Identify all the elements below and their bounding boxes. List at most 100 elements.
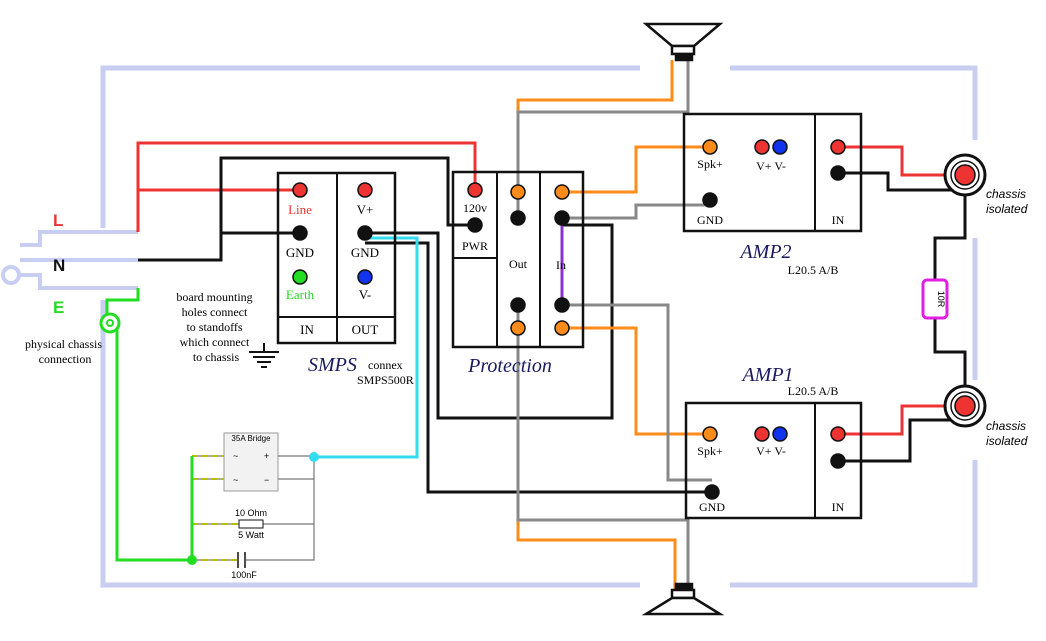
wire-input-black — [838, 171, 967, 463]
neutral-label: N — [53, 256, 65, 275]
chassis-earth-lug-icon — [99, 312, 121, 334]
amp1-in-label: IN — [832, 500, 845, 514]
smps-in-label: IN — [300, 322, 314, 337]
smps-block — [276, 171, 397, 345]
amp1-title: AMP1 — [740, 364, 793, 386]
smps-model: SMPS500R — [357, 373, 414, 387]
amp2-block — [682, 112, 863, 233]
wire-line — [136, 141, 477, 232]
rca-jack-top-icon — [943, 153, 987, 197]
resistor-10ohm-power: 5 Watt — [238, 530, 264, 540]
capacitor-icon — [237, 552, 246, 568]
ground-symbol-icon — [249, 343, 279, 368]
bridge-tilde-top: ~ — [233, 451, 238, 461]
smps-title: SMPS — [308, 354, 357, 376]
amp1-spk-terminal — [702, 426, 718, 442]
protection-out-bottom-black — [510, 297, 526, 313]
smps-vplus-terminal — [357, 182, 373, 198]
jack-bottom-label: chassis isolated — [986, 419, 1029, 448]
earth-junction — [187, 555, 197, 565]
amp2-vplus-terminal — [754, 139, 770, 155]
protection-out-top-orange — [510, 184, 526, 200]
bridge-plus: + — [264, 451, 269, 461]
earth-label: E — [53, 298, 64, 317]
amp1-in-black-terminal — [830, 453, 846, 469]
amp2-title: AMP2 — [738, 241, 791, 263]
cyan-junction — [309, 452, 319, 462]
bridge-minus: − — [264, 475, 269, 485]
smps-earth-terminal — [292, 269, 308, 285]
wire-speaker-gray — [516, 60, 712, 590]
smps-line-terminal — [292, 182, 308, 198]
protection-pwr-terminal — [467, 217, 483, 233]
smps-vminus-label: V- — [359, 287, 372, 302]
smps-out-label: OUT — [352, 322, 379, 337]
wire-input-red — [838, 145, 965, 436]
amp2-in-black-terminal — [830, 165, 846, 181]
bridge-tilde-bottom: ~ — [233, 475, 238, 485]
resistor-10ohm — [238, 519, 264, 529]
wire-earth — [105, 288, 192, 562]
amp2-in-label: IN — [832, 213, 845, 227]
amp2-gnd-terminal — [702, 192, 718, 208]
smps-brand: connex — [368, 358, 403, 372]
amp2-gnd-label: GND — [697, 213, 723, 227]
amp2-vminus-terminal — [772, 139, 788, 155]
smps-vplus-label: V+ — [357, 202, 374, 217]
amp2-spk-terminal — [702, 139, 718, 155]
protection-in-bottom-orange — [554, 320, 570, 336]
line-label: L — [53, 211, 63, 230]
speaker-top-icon — [642, 22, 724, 62]
amp1-vplus-terminal — [754, 426, 770, 442]
jack-top-label: chassis isolated — [986, 187, 1029, 216]
wire-speaker-orange — [516, 60, 710, 590]
resistor-10ohm-value: 10 Ohm — [235, 508, 267, 518]
physical-chassis-label: physical chassis connection — [25, 337, 105, 366]
protection-pwr-label: PWR — [462, 239, 488, 253]
rca-jack-bottom-icon — [943, 384, 987, 428]
protection-in-label: In — [556, 258, 566, 272]
protection-out-top-black — [510, 210, 526, 226]
ground-lift-network: 35A Bridge ~ + ~ − 10 Ohm 5 Watt 100nF — [187, 432, 319, 580]
bridge-label: 35A Bridge — [231, 434, 271, 443]
amp1-in-red-terminal — [830, 426, 846, 442]
protection-out-label: Out — [509, 257, 528, 271]
chassis-outline — [100, 65, 978, 588]
mounting-note: board mounting holes connect to standoff… — [176, 290, 255, 364]
iec-inlet — [1, 230, 138, 290]
amp2-spk-label: Spk+ — [697, 157, 723, 171]
protection-in-top-black — [554, 210, 570, 226]
amp1-vminus-terminal — [772, 426, 788, 442]
amp1-block — [684, 401, 863, 520]
amp1-spk-label: Spk+ — [697, 444, 723, 458]
amp1-gnd-terminal — [704, 484, 720, 500]
amp1-gnd-label: GND — [699, 500, 725, 514]
amp2-in-red-terminal — [830, 139, 846, 155]
smps-gnd-in-label: GND — [286, 245, 314, 260]
amp2-subtitle: L20.5 A/B — [788, 263, 839, 277]
smps-line-label: Line — [288, 202, 312, 217]
amp1-vpm-label: V+ V- — [756, 444, 786, 458]
resistor-10r-label: 10R — [936, 291, 946, 308]
protection-block — [451, 170, 585, 349]
smps-gnd-in-terminal — [292, 225, 308, 241]
smps-vminus-terminal — [357, 269, 373, 285]
resistor-10r: 10R — [921, 278, 949, 320]
protection-in-top-orange — [554, 184, 570, 200]
protection-120v-label: 120v — [463, 201, 487, 215]
terminals — [292, 139, 846, 500]
smps-gnd-out-terminal — [357, 225, 373, 241]
capacitor-label: 100nF — [231, 570, 257, 580]
protection-out-bottom-orange — [510, 320, 526, 336]
amp1-subtitle: L20.5 A/B — [788, 384, 839, 398]
protection-title: Protection — [467, 355, 552, 377]
amp2-vpm-label: V+ V- — [756, 159, 786, 173]
protection-in-bottom-black — [554, 297, 570, 313]
smps-earth-label: Earth — [286, 287, 315, 302]
speaker-bottom-icon — [641, 582, 725, 616]
smps-gnd-out-label: GND — [351, 245, 379, 260]
wire-dc-gnd — [365, 223, 712, 494]
protection-120v-terminal — [467, 182, 483, 198]
wire-cyan — [314, 236, 419, 459]
